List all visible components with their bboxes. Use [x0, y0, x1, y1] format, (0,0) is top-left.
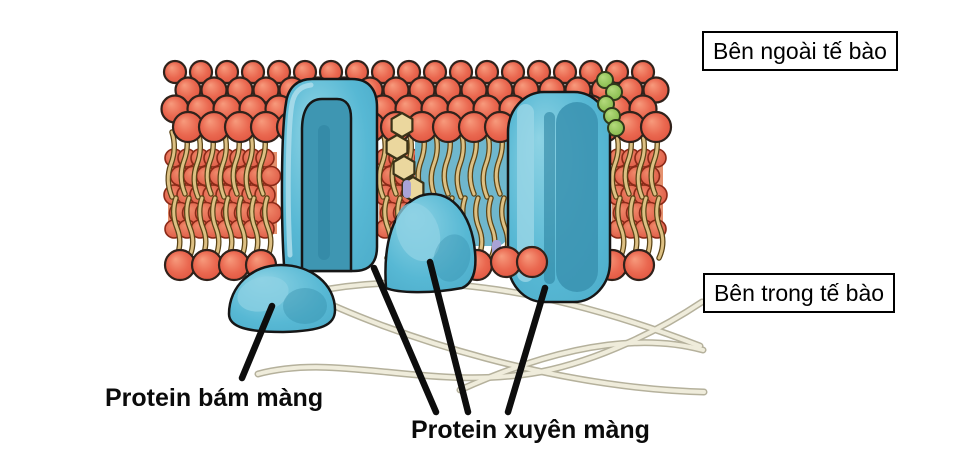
pointer-line-transmembrane-3	[504, 284, 549, 416]
channel-protein	[280, 77, 379, 273]
outside-cell-label: Bên ngoài tế bào	[713, 37, 887, 64]
peripheral-protein	[227, 263, 337, 334]
inside-cell-label: Bên trong tế bào	[713, 279, 885, 306]
pointer-line-transmembrane-2	[426, 258, 472, 416]
carbohydrate-bead-chain	[596, 71, 625, 137]
front-phospholipid-heads	[489, 245, 549, 279]
transmembrane-protein-label: Protein xuyên màng	[411, 416, 650, 444]
inside-cell-label-box: Bên trong tế bào	[703, 273, 895, 313]
outside-cell-label-box: Bên ngoài tế bào	[702, 31, 898, 71]
pointer-line-peripheral	[238, 302, 276, 382]
pointer-line-transmembrane-1	[370, 264, 440, 416]
peripheral-protein-label: Protein bám màng	[105, 384, 324, 412]
embedded-dome-protein	[384, 192, 477, 294]
